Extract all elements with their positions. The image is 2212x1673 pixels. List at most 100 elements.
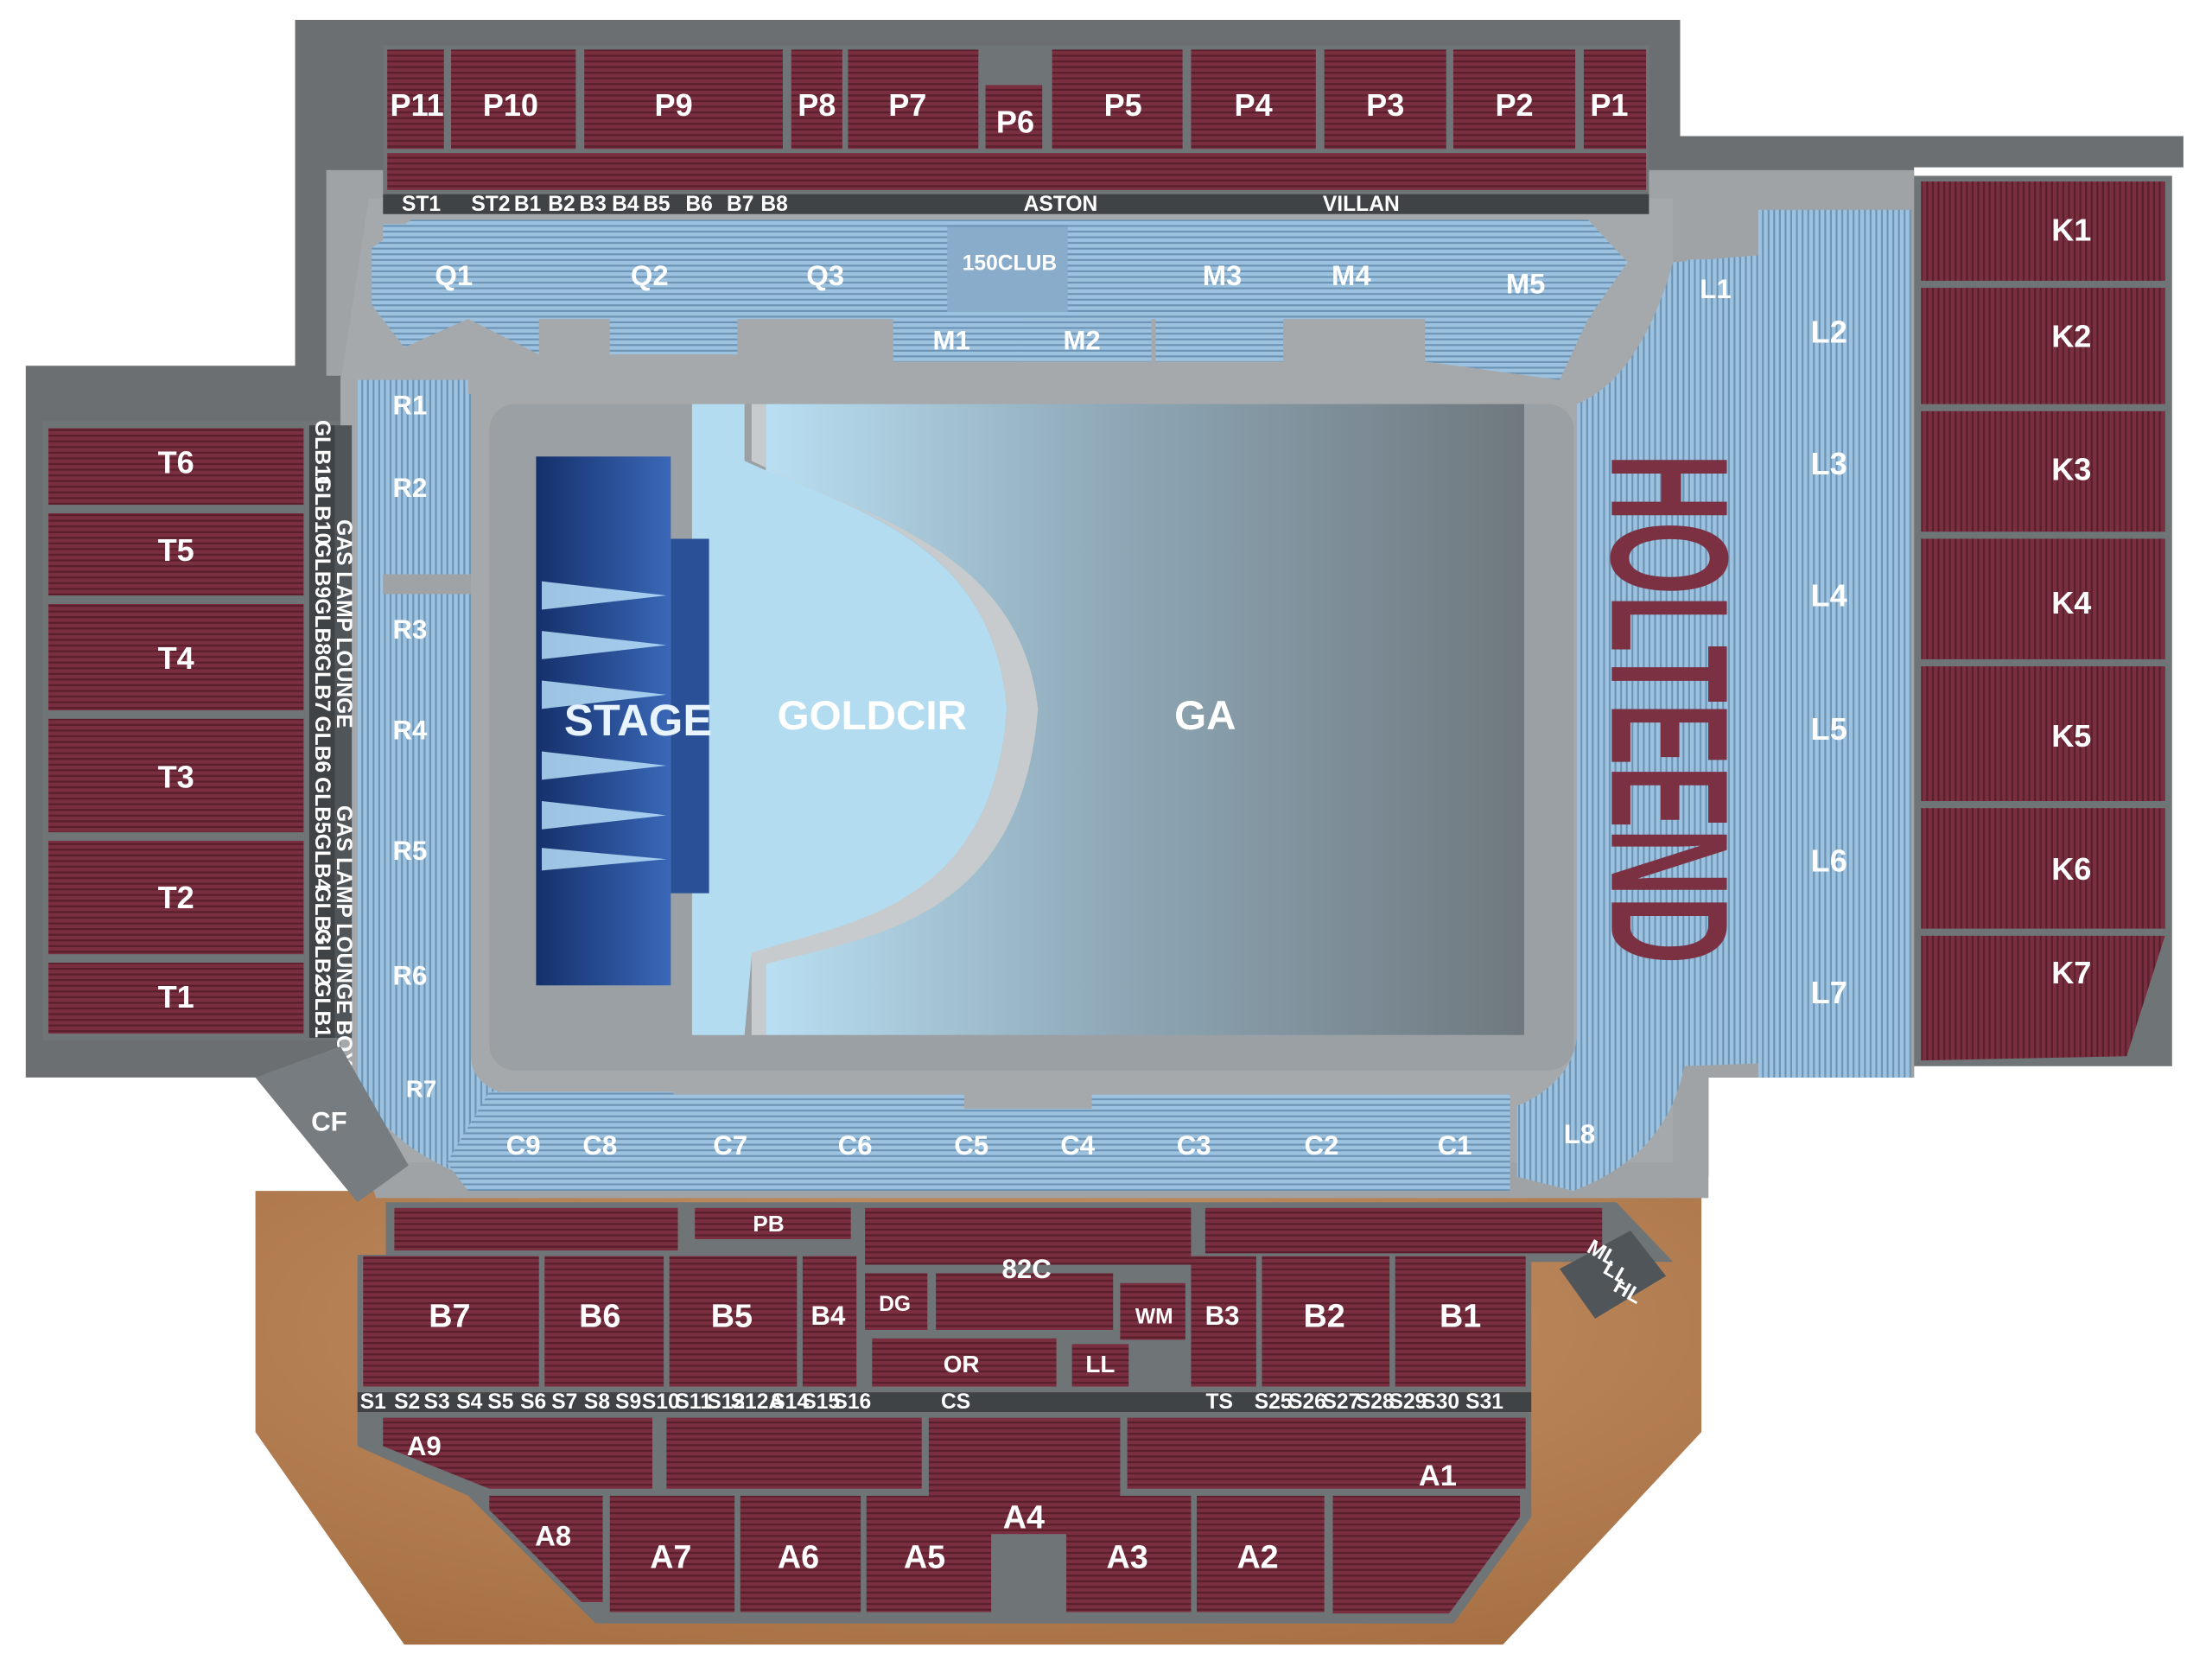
box-b7[interactable]: B7 — [727, 193, 753, 216]
section-q2[interactable] — [544, 224, 758, 318]
box-s30[interactable]: S30 — [1421, 1390, 1459, 1414]
section-b2[interactable] — [1262, 1256, 1390, 1387]
section-p4[interactable] — [1191, 49, 1316, 149]
box-b1[interactable]: B1 — [514, 193, 541, 216]
box-s4[interactable]: S4 — [456, 1390, 482, 1414]
box-glb9[interactable]: GLB9 — [310, 542, 334, 599]
section-c3[interactable] — [1131, 1094, 1254, 1183]
section-pb[interactable] — [695, 1207, 851, 1239]
box-s11[interactable]: S11 — [675, 1390, 711, 1414]
section-l7[interactable] — [1766, 928, 1909, 1064]
section-c7[interactable] — [675, 1094, 791, 1183]
section-p8[interactable] — [791, 49, 842, 149]
box-glb10[interactable]: GLB10 — [310, 476, 334, 544]
section-r4[interactable] — [357, 674, 468, 789]
section-c2[interactable] — [1259, 1094, 1384, 1183]
box-b3[interactable]: B3 — [579, 193, 606, 216]
section-p3[interactable] — [1324, 49, 1446, 149]
box-s28[interactable]: S28 — [1357, 1390, 1395, 1414]
box-glb2[interactable]: GLB2 — [310, 929, 334, 986]
section-a8[interactable] — [489, 1495, 603, 1602]
section-r1[interactable] — [357, 379, 468, 423]
section-q1[interactable] — [383, 224, 539, 312]
section-c4[interactable] — [1027, 1109, 1126, 1183]
section-t6[interactable] — [48, 428, 304, 506]
lounge-aston[interactable]: ASTON — [1024, 193, 1098, 216]
section-a7[interactable] — [609, 1495, 735, 1613]
section-b6[interactable] — [544, 1256, 664, 1387]
section-150club[interactable] — [947, 226, 1068, 312]
section-p7[interactable] — [848, 49, 979, 149]
section-l1[interactable] — [1687, 259, 1756, 314]
section-m1[interactable] — [893, 319, 1014, 362]
box-st1[interactable]: ST1 — [402, 193, 441, 216]
section-k3[interactable] — [1921, 410, 2165, 532]
section-r6[interactable] — [357, 915, 468, 1033]
section-q3[interactable] — [762, 224, 891, 318]
box-glb11[interactable]: GLB11 — [310, 420, 334, 487]
box-s29[interactable]: S29 — [1389, 1390, 1427, 1414]
gold-circle-floor[interactable] — [691, 404, 1007, 1035]
section-a9[interactable] — [383, 1417, 652, 1489]
box-s15[interactable]: S15 — [802, 1390, 840, 1414]
box-s1[interactable]: S1 — [360, 1390, 386, 1414]
section-k6[interactable] — [1921, 808, 2165, 929]
section-r5[interactable] — [357, 793, 468, 911]
section-p10[interactable] — [451, 49, 576, 149]
section-t3[interactable] — [48, 718, 304, 833]
section-a6[interactable] — [740, 1495, 861, 1613]
section-p9[interactable] — [584, 49, 783, 149]
section-t1[interactable] — [48, 963, 304, 1034]
section-k5[interactable] — [1921, 666, 2165, 801]
section-c5[interactable] — [924, 1109, 1021, 1183]
section-b5[interactable] — [669, 1256, 798, 1387]
section-c9[interactable] — [489, 1094, 568, 1183]
section-m5[interactable] — [1423, 224, 1592, 318]
box-s6[interactable]: S6 — [520, 1390, 546, 1414]
section-a1[interactable] — [1127, 1417, 1526, 1489]
box-b4[interactable]: B4 — [612, 193, 639, 216]
section-p1[interactable] — [1583, 49, 1647, 149]
section-b4[interactable] — [802, 1256, 857, 1387]
section-l3[interactable] — [1766, 404, 1909, 525]
box-glb1[interactable]: GLB1 — [310, 981, 334, 1038]
section-a3[interactable] — [1066, 1495, 1192, 1613]
box-s5[interactable]: S5 — [487, 1390, 513, 1414]
box-s25[interactable]: S25 — [1255, 1390, 1293, 1414]
box-st2[interactable]: ST2 — [471, 193, 510, 216]
section-p6[interactable] — [985, 85, 1043, 149]
box-s2[interactable]: S2 — [394, 1390, 420, 1414]
section-t2[interactable] — [48, 840, 304, 955]
section-c6[interactable] — [797, 1094, 919, 1183]
lounge-villan[interactable]: VILLAN — [1323, 193, 1400, 216]
lounge-gas-lamp[interactable]: GAS LAMP LOUNGE — [332, 519, 355, 728]
box-glb4[interactable]: GLB4 — [310, 834, 334, 891]
section-p11[interactable] — [387, 49, 444, 149]
section-k2[interactable] — [1921, 288, 2165, 404]
lounge-gas-lamp-box[interactable]: GAS LAMP LOUNGE BOX — [332, 805, 355, 1066]
box-glb6[interactable]: GLB6 — [310, 716, 334, 773]
section-wm[interactable] — [1120, 1282, 1185, 1340]
section-dg[interactable] — [865, 1273, 928, 1330]
box-s9[interactable]: S9 — [615, 1390, 641, 1414]
box-b8[interactable]: B8 — [760, 193, 787, 216]
section-l2[interactable] — [1766, 213, 1909, 338]
section-l6[interactable] — [1766, 800, 1909, 922]
section-a2[interactable] — [1197, 1495, 1325, 1613]
section-or[interactable] — [872, 1338, 1057, 1387]
box-s31[interactable]: S31 — [1465, 1390, 1503, 1414]
box-b6[interactable]: B6 — [685, 193, 712, 216]
box-s16[interactable]: S16 — [833, 1390, 871, 1414]
box-s12[interactable]: S12 — [707, 1390, 745, 1414]
box-s27[interactable]: S27 — [1322, 1390, 1360, 1414]
box-cs[interactable]: CS — [941, 1390, 970, 1414]
section-m4[interactable] — [1287, 224, 1418, 318]
box-b2[interactable]: B2 — [548, 193, 575, 216]
box-s14[interactable]: S14 — [771, 1390, 809, 1414]
section-p5[interactable] — [1052, 49, 1183, 149]
box-glb7[interactable]: GLB7 — [310, 655, 334, 712]
section-ml-ll-hl[interactable] — [1560, 1231, 1667, 1319]
section-r3[interactable] — [357, 595, 468, 670]
box-s26[interactable]: S26 — [1288, 1390, 1326, 1414]
box-s7[interactable]: S7 — [551, 1390, 577, 1414]
